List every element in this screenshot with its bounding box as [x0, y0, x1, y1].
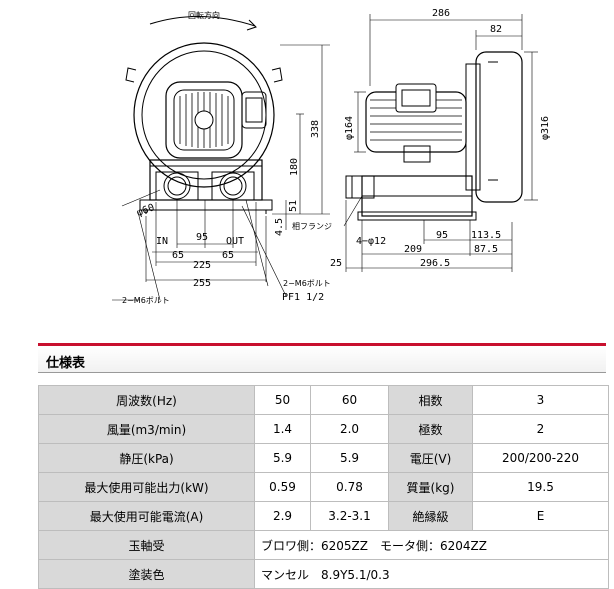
side-view	[343, 14, 538, 272]
spec-row-paint: 塗装色 マンセル 8.9Y5.1/0.3	[38, 559, 609, 589]
dim-25: 25	[330, 258, 342, 269]
spec-value-paint: マンセル 8.9Y5.1/0.3	[254, 559, 609, 589]
dim-87-5: 87.5	[474, 244, 498, 255]
spec-label: 静圧(kPa)	[38, 443, 255, 473]
dim-95-front: 95	[196, 232, 208, 243]
spec-value: 3	[472, 385, 609, 415]
spec-row-bearing: 玉軸受 ブロワ側：6205ZZ モータ側：6204ZZ	[38, 530, 609, 560]
spec-row: 風量(m3/min) 1.4 2.0 極数 2	[38, 414, 609, 444]
spec-label: 最大使用可能電流(A)	[38, 501, 255, 531]
dim-209: 209	[404, 244, 422, 255]
spec-value-60hz: 0.78	[310, 472, 389, 502]
dim-180: 180	[289, 158, 300, 176]
dim-65-right: 65	[222, 250, 234, 261]
technical-drawing: 回転方向 338 180 51 4.5 φ60 IN 95 OUT 65 65 …	[112, 8, 551, 305]
dim-95-side: 95	[436, 230, 448, 241]
spec-title: 仕様表	[46, 356, 86, 371]
spec-value-60hz: 60	[310, 385, 389, 415]
dim-phi316: φ316	[540, 116, 551, 140]
label-m6-right: 2−M6ボルト	[283, 279, 331, 288]
label-pf: PF1 1/2	[282, 292, 324, 303]
dim-65-left: 65	[172, 250, 184, 261]
dim-phi60: φ60	[135, 202, 156, 219]
spec-value: 200/200-220	[472, 443, 609, 473]
dim-113-5: 113.5	[471, 230, 501, 241]
spec-value-50hz: 5.9	[254, 443, 311, 473]
dim-51: 51	[288, 200, 299, 212]
dim-225: 225	[193, 260, 211, 271]
dim-338: 338	[310, 120, 321, 138]
spec-value-bearing: ブロワ側：6205ZZ モータ側：6204ZZ	[254, 530, 609, 560]
spec-label: 極数	[388, 414, 473, 444]
spec-label-bearing: 玉軸受	[38, 530, 255, 560]
dim-296-5: 296.5	[420, 258, 450, 269]
spec-label: 周波数(Hz)	[38, 385, 255, 415]
spec-row: 静圧(kPa) 5.9 5.9 電圧(V) 200/200-220	[38, 443, 609, 473]
spec-label: 電圧(V)	[388, 443, 473, 473]
spec-label: 質量(kg)	[388, 472, 473, 502]
dim-phi12: 4−φ12	[356, 236, 386, 247]
label-m6-left: 2−M6ボルト	[122, 296, 170, 305]
dim-286: 286	[432, 8, 450, 19]
spec-value-50hz: 50	[254, 385, 311, 415]
spec-header: 仕様表	[38, 343, 606, 373]
spec-value-50hz: 2.9	[254, 501, 311, 531]
spec-label: 最大使用可能出力(kW)	[38, 472, 255, 502]
spec-value-60hz: 2.0	[310, 414, 389, 444]
spec-label: 絶縁級	[388, 501, 473, 531]
dim-82: 82	[490, 24, 502, 35]
rotation-label: 回転方向	[188, 10, 220, 20]
spec-value: 2	[472, 414, 609, 444]
dim-phi164: φ164	[344, 116, 355, 140]
label-flange: 相フランジ	[292, 221, 332, 231]
dim-255: 255	[193, 278, 211, 289]
spec-value-60hz: 3.2-3.1	[310, 501, 389, 531]
spec-value-50hz: 1.4	[254, 414, 311, 444]
spec-label: 風量(m3/min)	[38, 414, 255, 444]
spec-row: 周波数(Hz) 50 60 相数 3	[38, 385, 609, 415]
spec-label: 相数	[388, 385, 473, 415]
spec-label-paint: 塗装色	[38, 559, 255, 589]
spec-row: 最大使用可能電流(A) 2.9 3.2-3.1 絶縁級 E	[38, 501, 609, 531]
dim-4-5: 4.5	[274, 218, 285, 236]
label-in: IN	[156, 236, 168, 247]
spec-row: 最大使用可能出力(kW) 0.59 0.78 質量(kg) 19.5	[38, 472, 609, 502]
spec-value: E	[472, 501, 609, 531]
label-out: OUT	[226, 236, 244, 247]
front-view	[112, 15, 330, 301]
spec-value-60hz: 5.9	[310, 443, 389, 473]
spec-table: 周波数(Hz) 50 60 相数 3 風量(m3/min) 1.4 2.0 極数…	[38, 385, 609, 589]
spec-value: 19.5	[472, 472, 609, 502]
spec-value-50hz: 0.59	[254, 472, 311, 502]
